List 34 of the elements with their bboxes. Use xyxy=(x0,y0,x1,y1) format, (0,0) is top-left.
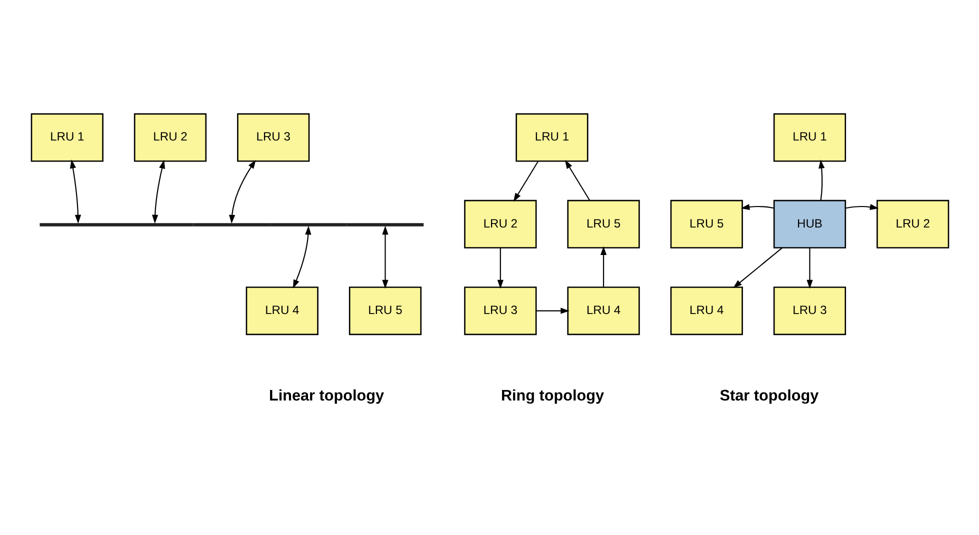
arrow xyxy=(536,308,569,314)
node-box: LRU 4 xyxy=(566,286,640,336)
node-box: HUB xyxy=(772,200,846,248)
arrow xyxy=(292,226,311,288)
arrow xyxy=(740,204,774,210)
node-box: LRU 2 xyxy=(133,113,206,162)
node-box: LRU 1 xyxy=(515,113,588,162)
arrow xyxy=(564,160,590,201)
node-box: LRU 4 xyxy=(245,286,318,336)
node-box: LRU 2 xyxy=(464,200,536,248)
arrow xyxy=(512,160,538,202)
node-box: LRU 3 xyxy=(464,286,536,336)
arrow xyxy=(806,248,812,289)
arrow xyxy=(382,226,388,289)
node-box: LRU 1 xyxy=(30,113,103,162)
label: Star topology xyxy=(719,387,818,404)
node-box: LRU 3 xyxy=(772,286,846,336)
label: Linear topology xyxy=(268,387,384,404)
node-box: LRU 5 xyxy=(348,286,422,336)
arrow xyxy=(496,248,503,289)
arrow xyxy=(228,160,256,224)
arrow xyxy=(732,247,782,288)
node-box: LRU 2 xyxy=(876,200,949,248)
node-box: LRU 1 xyxy=(772,113,846,162)
arrow xyxy=(152,160,165,224)
node-box: LRU 5 xyxy=(670,200,742,248)
label: Ring topology xyxy=(500,387,604,404)
arrow xyxy=(818,160,824,200)
node-box: LRU 4 xyxy=(670,286,742,336)
arrow xyxy=(600,246,606,288)
node-box: LRU 3 xyxy=(236,113,310,162)
arrow xyxy=(69,160,81,224)
arrow xyxy=(844,204,878,210)
node-box: LRU 5 xyxy=(566,200,640,248)
